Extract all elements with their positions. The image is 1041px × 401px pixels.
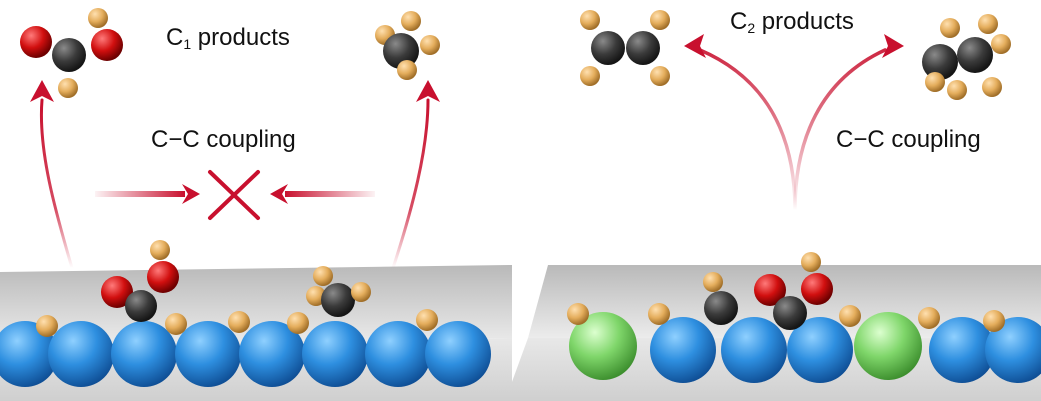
left-metal-atoms xyxy=(0,321,491,387)
left-panel xyxy=(0,8,512,401)
left-surface-hydrogens xyxy=(36,309,438,337)
arrowhead-right-icon xyxy=(882,34,904,58)
left-adsorbed-cooh-molecule xyxy=(101,240,179,322)
c2-products-label: C2 products xyxy=(730,8,854,36)
c1-product-methane xyxy=(375,11,440,80)
blocked-coupling-arrows xyxy=(95,184,375,204)
arrowhead-left-icon xyxy=(270,184,288,204)
c2-branching-arrow xyxy=(684,34,904,212)
left-desorption-arrow xyxy=(30,80,74,270)
right-adsorbed-cooh-molecule xyxy=(754,252,833,330)
arrowhead-icon xyxy=(416,80,440,102)
c1-product-formic-acid xyxy=(20,8,123,98)
c2-product-ethylene xyxy=(580,10,670,86)
c2-product-ethane xyxy=(922,14,1011,100)
left-coupling-label: C−C coupling xyxy=(151,126,296,153)
c1-products-label: C1 products xyxy=(166,24,290,52)
arrowhead-icon xyxy=(30,80,54,102)
right-adsorbed-cho-molecule xyxy=(703,272,738,325)
right-desorption-arrow-left-panel xyxy=(391,80,440,270)
right-panel xyxy=(505,10,1041,401)
left-adsorbed-ch3-molecule xyxy=(306,266,371,317)
cross-mark-icon xyxy=(208,170,260,220)
right-coupling-label: C−C coupling xyxy=(836,126,981,153)
right-metal-atoms xyxy=(569,312,1041,383)
right-surface-hydrogens xyxy=(567,303,1005,332)
arrowhead-left-icon xyxy=(684,34,706,58)
arrowhead-right-icon xyxy=(182,184,200,204)
